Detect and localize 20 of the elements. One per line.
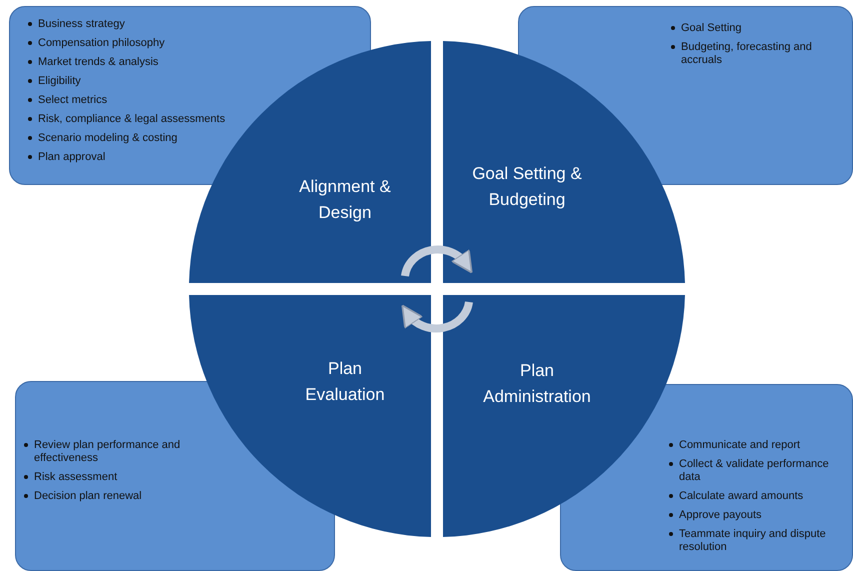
bullet-item: Decision plan renewal	[24, 490, 214, 503]
bullet-item: Goal Setting	[671, 22, 821, 35]
bullet-item: Teammate inquiry and dispute resolution	[669, 528, 839, 554]
bullet-item: Approve payouts	[669, 509, 839, 522]
bullet-item: Eligibility	[28, 75, 248, 88]
bullet-item: Collect & validate performance data	[669, 458, 839, 484]
bullet-item: Select metrics	[28, 94, 248, 107]
bullet-item: Risk assessment	[24, 471, 214, 484]
bullet-item: Communicate and report	[669, 439, 839, 452]
bullet-item: Budgeting, forecasting and accruals	[671, 41, 821, 67]
phase-label: Plan Evaluation	[304, 358, 386, 406]
bullet-item: Review plan performance and effectiveness	[24, 439, 214, 465]
bullet-item: Business strategy	[28, 18, 248, 31]
bullet-item: Calculate award amounts	[669, 490, 839, 503]
bullet-item: Compensation philosophy	[28, 37, 248, 50]
phase-label: Plan Administration	[482, 360, 592, 408]
bullet-item: Market trends & analysis	[28, 56, 248, 69]
phase-label: Goal Setting & Budgeting	[472, 163, 582, 211]
bullet-item: Risk, compliance & legal assessments	[28, 113, 248, 126]
phase-label: Alignment & Design	[298, 176, 392, 224]
